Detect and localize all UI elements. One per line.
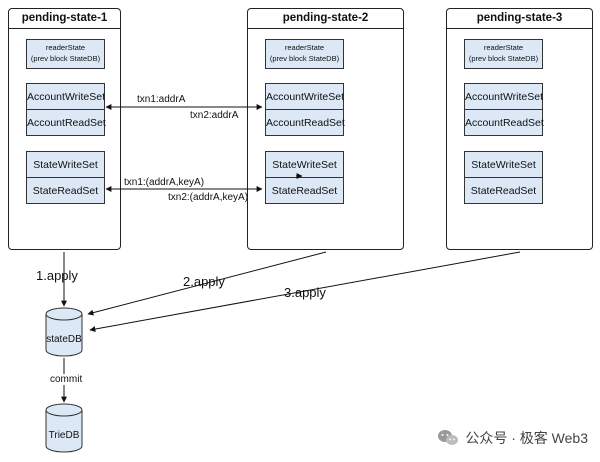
account-read-set-box: AccountReadSet <box>265 109 345 136</box>
reader-state-sub-label: (prev block StateDB) <box>468 54 539 63</box>
panel-title: pending-state-1 <box>9 9 120 29</box>
triedb-cylinder <box>45 403 83 453</box>
pending-state-2-panel: pending-state-2 readerState (prev block … <box>247 8 404 250</box>
reader-state-box: readerState (prev block StateDB) <box>464 39 543 69</box>
reader-state-sub-label: (prev block StateDB) <box>269 54 340 63</box>
reader-state-label: readerState <box>284 43 325 52</box>
panel-title: pending-state-2 <box>248 9 403 29</box>
apply-2-label: 2.apply <box>183 274 225 289</box>
account-read-set-box: AccountReadSet <box>464 109 544 136</box>
txn2-addr-label: txn2:addrA <box>190 110 239 121</box>
txn1-key-label: txn1:(addrA,keyA) <box>124 177 205 188</box>
reader-state-box: readerState (prev block StateDB) <box>26 39 105 69</box>
txn2-key-label: txn2:(addrA,keyA) <box>168 192 249 203</box>
statedb-label: stateDB <box>46 334 82 345</box>
account-write-set-box: AccountWriteSet <box>464 83 543 110</box>
wechat-icon <box>438 430 459 445</box>
apply-1-label: 1.apply <box>36 268 78 283</box>
watermark-text: 公众号 · 极客 Web3 <box>465 430 588 446</box>
state-read-set-box: StateReadSet <box>265 177 344 204</box>
watermark: 公众号 · 极客 Web3 <box>437 428 588 448</box>
account-read-set-box: AccountReadSet <box>26 109 106 136</box>
account-write-set-box: AccountWriteSet <box>26 83 105 110</box>
reader-state-sub-label: (prev block StateDB) <box>30 54 101 63</box>
state-write-set-box: StateWriteSet <box>265 151 344 178</box>
statedb-cylinder <box>45 307 83 357</box>
reader-state-label: readerState <box>483 43 524 52</box>
triedb-label: TrieDB <box>48 430 80 441</box>
apply-2-arrow <box>87 251 327 316</box>
apply-3-arrow <box>89 251 521 332</box>
apply-3-label: 3.apply <box>284 285 326 300</box>
txn1-addr-label: txn1:addrA <box>137 94 186 105</box>
reader-state-label: readerState <box>45 43 86 52</box>
pending-state-1-panel: pending-state-1 readerState (prev block … <box>8 8 121 250</box>
state-write-set-box: StateWriteSet <box>26 151 105 178</box>
panel-title: pending-state-3 <box>447 9 592 29</box>
reader-state-box: readerState (prev block StateDB) <box>265 39 344 69</box>
commit-label: commit <box>48 374 85 385</box>
pending-state-3-panel: pending-state-3 readerState (prev block … <box>446 8 593 250</box>
state-read-set-box: StateReadSet <box>464 177 543 204</box>
state-read-set-box: StateReadSet <box>26 177 105 204</box>
